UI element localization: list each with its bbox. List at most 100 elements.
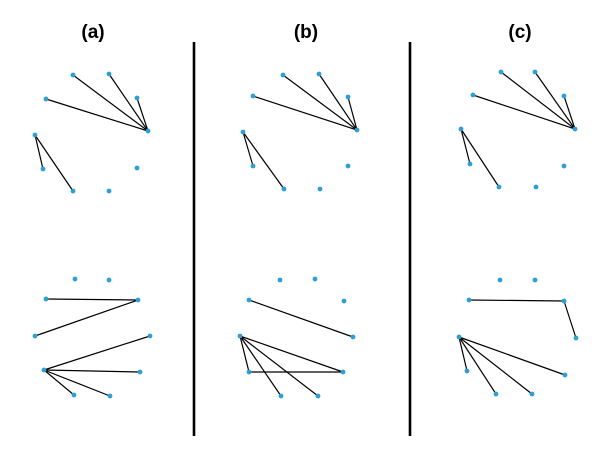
graph-node	[456, 334, 462, 340]
graph-node	[70, 188, 76, 194]
graph-node	[32, 132, 38, 138]
graph-node	[458, 126, 464, 132]
panel-label-a: (a)	[81, 22, 104, 43]
graph-node	[281, 186, 287, 192]
graph-3-2	[456, 277, 579, 397]
graph-node	[43, 96, 49, 102]
graph-node	[345, 163, 351, 169]
graph-node	[237, 333, 243, 339]
graph-node	[106, 71, 112, 77]
graph-node	[278, 393, 284, 399]
graph-edge	[458, 336, 533, 395]
graph-edge	[34, 134, 74, 192]
graph-node	[277, 277, 283, 283]
graph-node	[341, 298, 347, 304]
graph-edge	[468, 299, 565, 302]
graph-node	[43, 296, 49, 302]
graph-edge	[239, 335, 344, 373]
graph-node	[316, 71, 322, 77]
graph-node	[40, 166, 46, 172]
graph-edge	[108, 73, 149, 132]
graph-node	[532, 277, 538, 283]
graph-edge	[248, 299, 354, 338]
graph-node	[467, 161, 473, 167]
graph-node	[533, 184, 539, 190]
graph-node	[561, 298, 567, 304]
graph-edge	[252, 95, 358, 131]
graph-node	[470, 92, 476, 98]
graph-node	[32, 333, 38, 339]
graph-edge	[43, 369, 75, 396]
graph-node	[246, 369, 252, 375]
graph-node	[280, 72, 286, 78]
graph-edge	[563, 300, 577, 339]
graph-node	[497, 277, 503, 283]
graph-edge	[347, 96, 358, 131]
graph-edge	[239, 335, 250, 373]
graph-node	[573, 335, 579, 341]
graph-node	[145, 128, 151, 134]
graph-2-2	[237, 276, 356, 399]
graph-edge	[500, 71, 576, 130]
graph-2-1	[240, 71, 360, 192]
graph-node	[340, 369, 346, 375]
graph-edge	[242, 131, 285, 190]
graph-node	[350, 334, 356, 340]
graph-node	[561, 163, 567, 169]
graph-node	[147, 333, 153, 339]
graph-node	[354, 127, 360, 133]
graph-node	[317, 186, 323, 192]
panel-divider	[192, 42, 412, 436]
graph-node	[72, 276, 78, 282]
graph-edge	[239, 335, 282, 397]
graph-edge	[43, 369, 111, 397]
graph-node	[250, 93, 256, 99]
graph-edge	[45, 98, 149, 132]
graph-edge	[43, 369, 141, 373]
graph-edge	[563, 95, 576, 130]
graph-edge	[472, 94, 576, 130]
graph-node	[561, 93, 567, 99]
graph-node	[493, 391, 499, 397]
graph-node	[312, 276, 318, 282]
graphs-layer	[32, 69, 579, 399]
graph-node	[135, 297, 141, 303]
graph-node	[496, 184, 502, 190]
graph-edge	[458, 336, 497, 395]
graph-edge	[72, 74, 149, 132]
graph-node	[41, 367, 47, 373]
graph-3-1	[458, 69, 578, 190]
graph-node	[134, 165, 140, 171]
graph-node	[250, 163, 256, 169]
graph-node	[70, 72, 76, 78]
graph-edge	[34, 299, 139, 337]
graph-node	[532, 69, 538, 75]
graph-node	[345, 94, 351, 100]
graph-edge	[460, 128, 471, 165]
graph-node	[106, 277, 112, 283]
panel-label-b: (b)	[294, 22, 318, 43]
graph-edge	[45, 298, 139, 301]
graph-node	[464, 368, 470, 374]
graph-node	[315, 393, 321, 399]
graph-1-1	[32, 71, 151, 194]
graph-node	[240, 129, 246, 135]
graph-node	[572, 126, 578, 132]
graph-edge	[282, 74, 358, 131]
panel-label-c: (c)	[508, 22, 531, 43]
graph-edge	[136, 97, 149, 132]
graph-node	[498, 69, 504, 75]
graph-edge	[239, 335, 319, 397]
graph-node	[134, 95, 140, 101]
graph-node	[137, 369, 143, 375]
graph-edge	[34, 134, 44, 170]
graph-node	[246, 297, 252, 303]
graph-edge	[242, 131, 254, 167]
graph-edge	[318, 73, 358, 131]
graph-edge	[43, 335, 151, 371]
graph-node	[107, 393, 113, 399]
graph-edge	[458, 336, 468, 372]
graph-1-2	[32, 276, 153, 399]
graph-node	[529, 391, 535, 397]
